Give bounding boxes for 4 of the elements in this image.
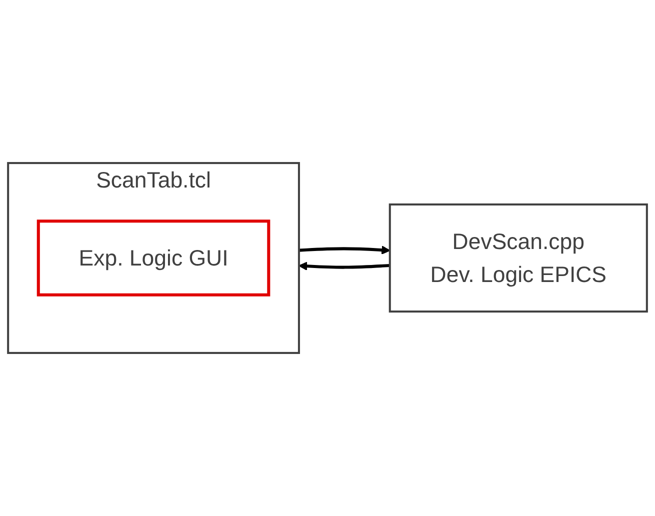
arrow — [298, 262, 390, 271]
arrow — [298, 246, 390, 254]
node-box: Exp. Logic GUI — [36, 220, 270, 296]
node-box: DevScan.cpp Dev. Logic EPICS — [388, 203, 648, 313]
